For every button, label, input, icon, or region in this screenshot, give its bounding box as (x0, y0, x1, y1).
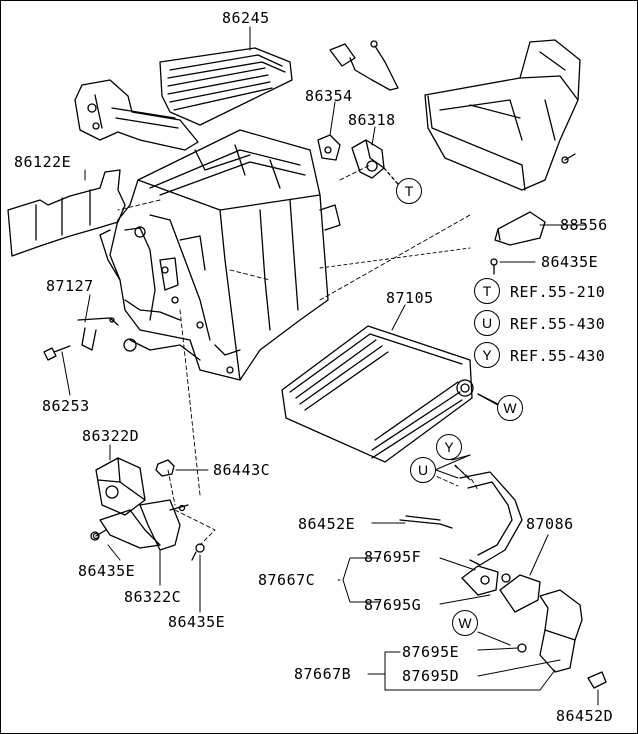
ref-text-y: REF.55-430 (510, 347, 606, 365)
screw-86435e-right-drawing (490, 211, 546, 275)
part-label-87695e: 87695E (402, 643, 460, 661)
evaporator-drawing (281, 325, 499, 463)
part-label-86245: 86245 (222, 9, 270, 27)
pipe-assembly-drawing (399, 471, 607, 689)
yu-bracket (434, 454, 471, 471)
part-label-86354: 86354 (305, 87, 353, 105)
servo-motor-drawing (351, 139, 399, 185)
part-label-86322c: 86322C (124, 588, 182, 606)
ref-marker-t: T (474, 278, 500, 304)
ref-marker-y: Y (474, 342, 500, 368)
part-label-87695d: 87695D (402, 667, 460, 685)
part-label-87105: 87105 (386, 289, 434, 307)
part-label-86122e: 86122E (14, 153, 72, 171)
part-label-87667c: 87667C (258, 571, 316, 589)
sensor-drawing (77, 317, 119, 351)
part-label-86435e-a: 86435E (541, 253, 599, 271)
gasket-drawing (7, 169, 126, 257)
part-label-87086: 87086 (526, 515, 574, 533)
actuator-86322d-drawing (92, 457, 189, 551)
marker-w-evaporator: W (497, 395, 523, 421)
part-label-87127: 87127 (46, 277, 94, 295)
marker-y: Y (436, 434, 462, 460)
blower-duct-drawing (424, 39, 581, 191)
ref-marker-u: U (474, 310, 500, 336)
part-label-87695g: 87695G (364, 596, 422, 614)
part-label-86318: 86318 (348, 111, 396, 129)
part-label-86443c: 86443C (213, 461, 271, 479)
heater-core-drawing (74, 47, 293, 151)
ref-text-u: REF.55-430 (510, 315, 606, 333)
part-label-88556: 88556 (560, 216, 608, 234)
part-label-86452d: 86452D (556, 707, 614, 725)
part-label-86322d: 86322D (82, 427, 140, 445)
part-label-86452e: 86452E (298, 515, 356, 533)
screws-bottom-left-drawing (90, 531, 205, 561)
heater-case-drawing (99, 129, 341, 381)
part-label-86435e-c: 86435E (168, 613, 226, 631)
marker-w-pipe: W (452, 610, 478, 636)
part-label-87667b: 87667B (294, 665, 352, 683)
leader-lines (61, 26, 599, 706)
part-label-86435e-b: 86435E (78, 562, 136, 580)
dashed-connection-lines (117, 164, 479, 546)
part-label-86253: 86253 (42, 397, 90, 415)
ref-text-t: REF.55-210 (510, 283, 606, 301)
clip-86443c-drawing (155, 459, 175, 477)
part-label-87695f: 87695F (364, 548, 422, 566)
wire-connector-drawing (317, 40, 399, 161)
marker-u: U (410, 457, 436, 483)
screw-86253-drawing (43, 345, 71, 361)
marker-t: T (396, 178, 422, 204)
